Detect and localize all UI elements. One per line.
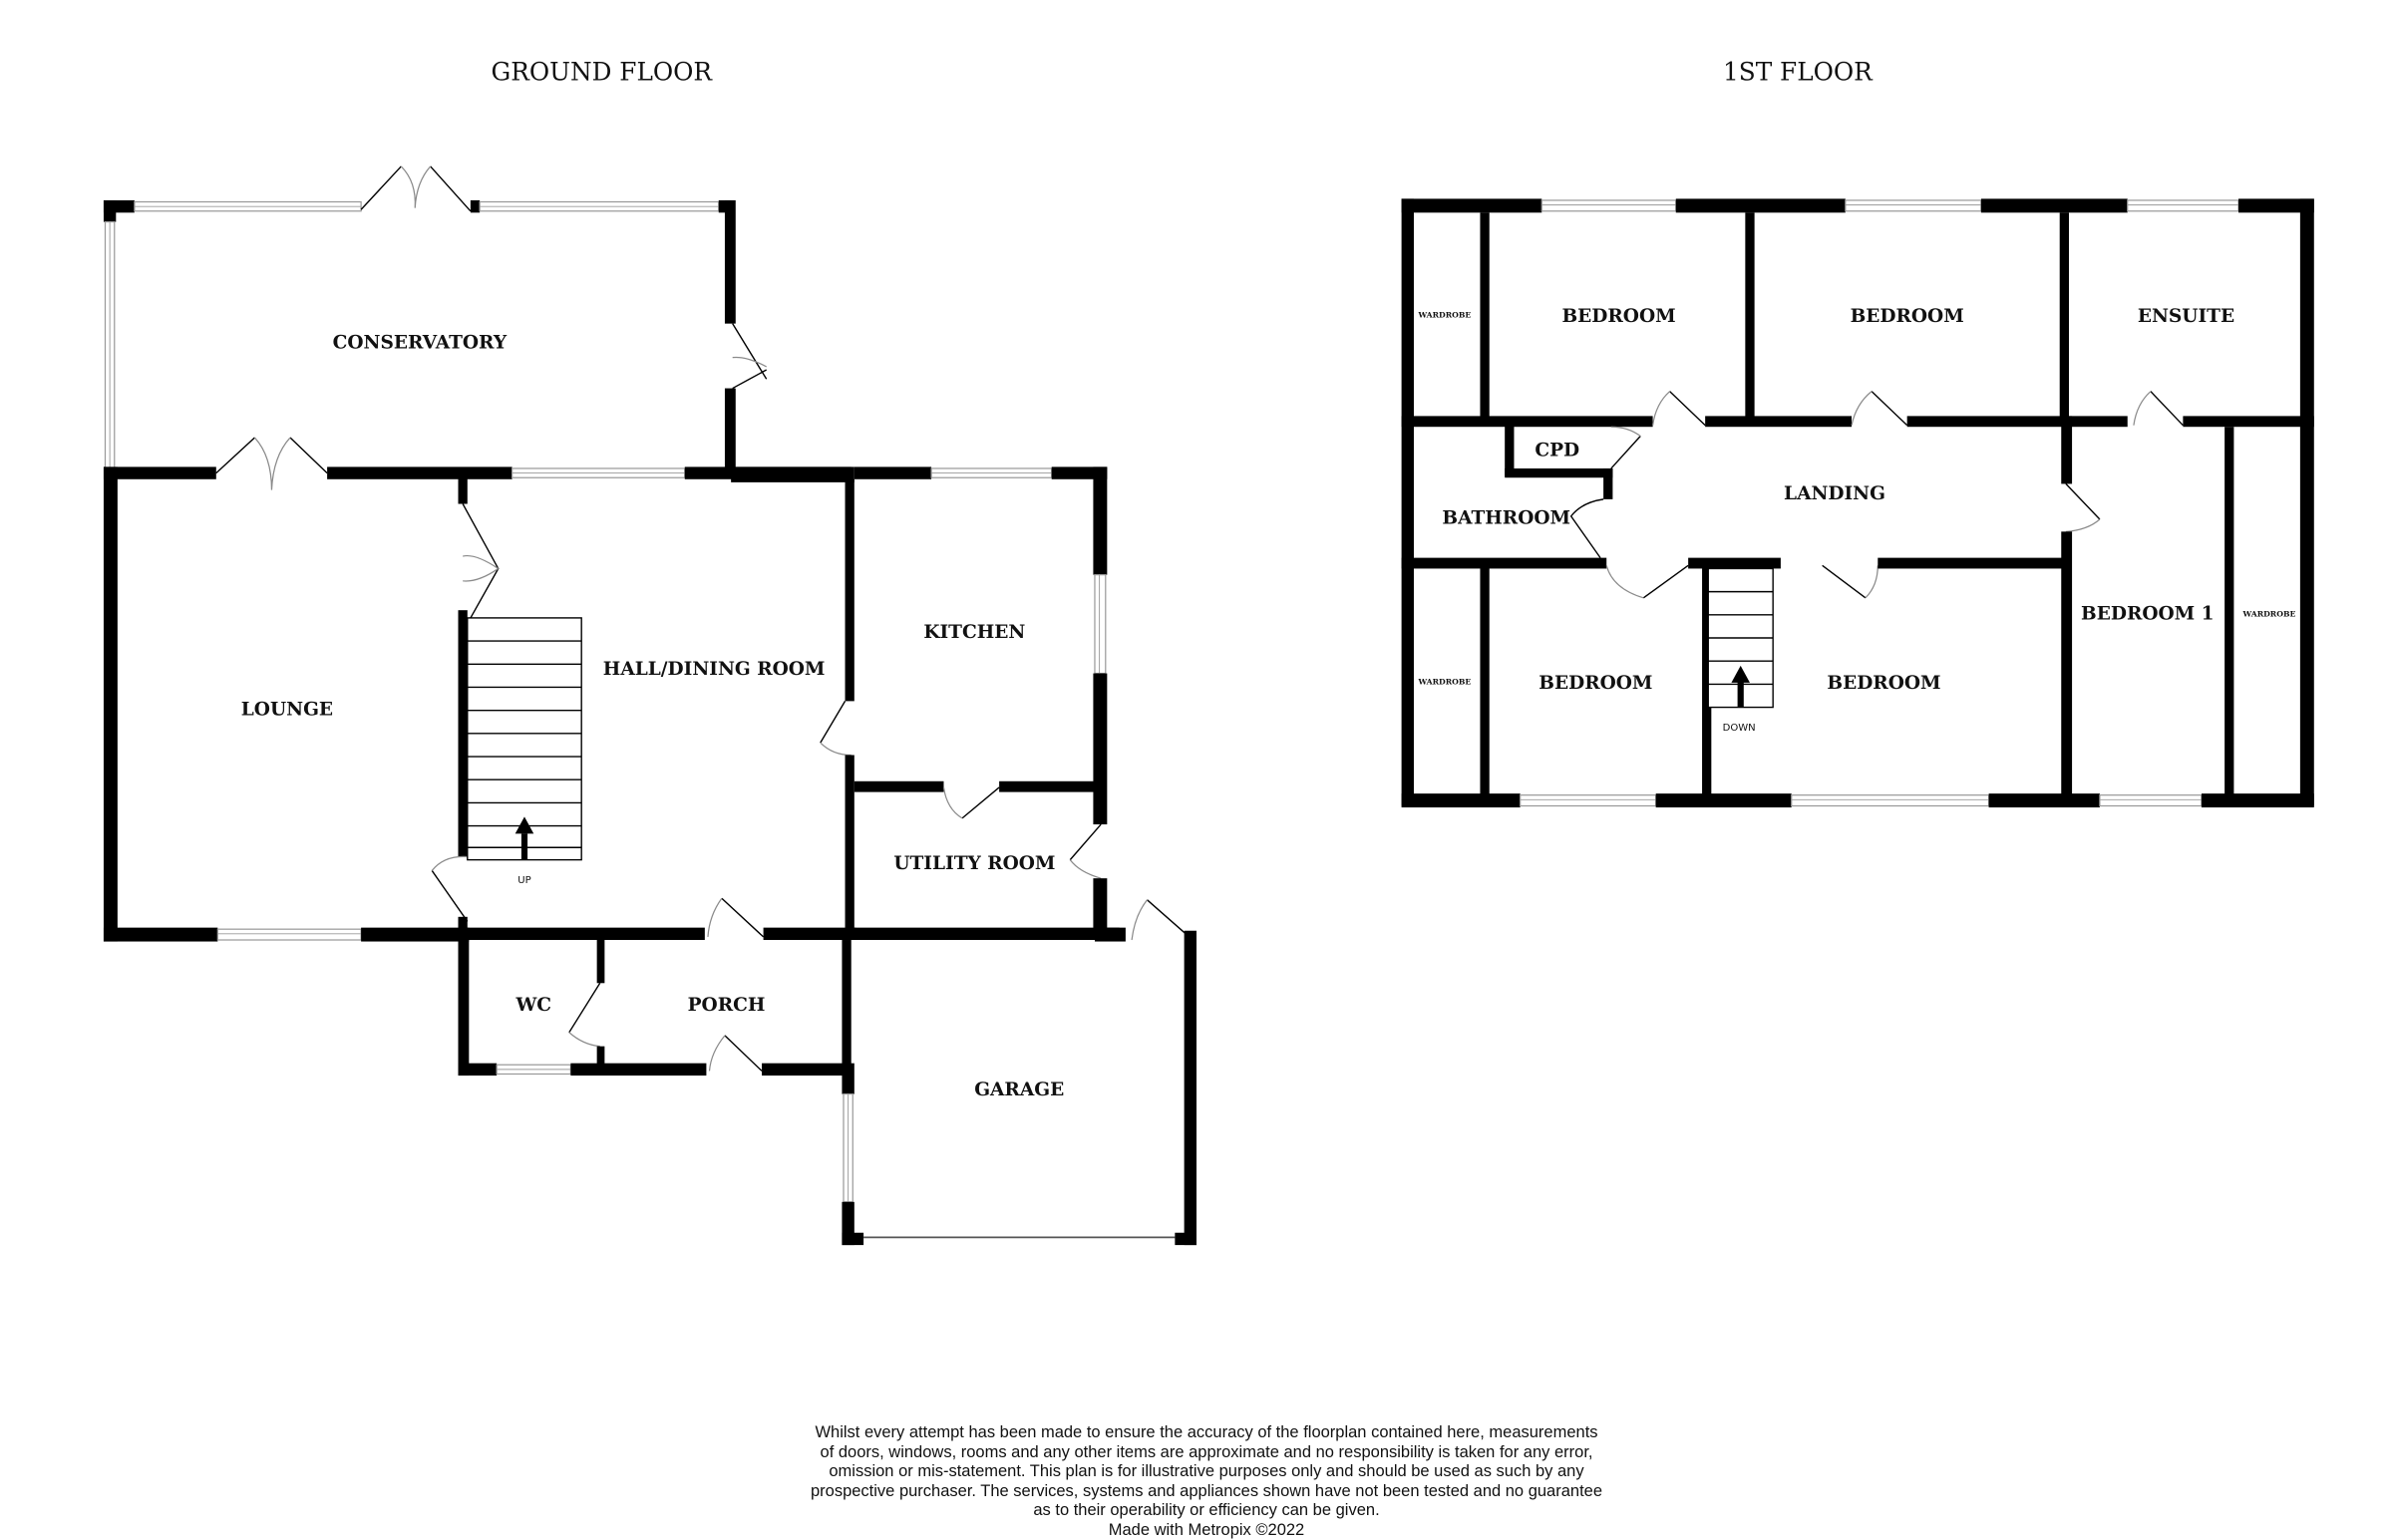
room-label-conservatory: CONSERVATORY [333, 332, 508, 353]
room-label-hall-dining: HALL/DINING ROOM [603, 659, 826, 680]
ground-floor-title: GROUND FLOOR [492, 57, 714, 86]
disclaimer-line: prospective purchaser. The services, sys… [758, 1482, 1655, 1502]
room-label-wardrobe-top-left: WARDROBE [1417, 310, 1471, 319]
ground-floor-plan: GROUND FLOOR CONSERVATORY LOUNGE [104, 57, 1196, 1245]
staircase-up [468, 618, 581, 860]
room-label-landing: LANDING [1784, 483, 1885, 504]
made-with-credit: Made with Metropix ©2022 [758, 1521, 1655, 1540]
room-label-bedroom-top-left: BEDROOM [1562, 306, 1676, 327]
room-label-porch: PORCH [688, 995, 766, 1016]
room-label-utility: UTILITY ROOM [893, 853, 1055, 874]
room-label-bedroom-top-middle: BEDROOM [1851, 306, 1964, 327]
disclaimer: Whilst every attempt has been made to en… [758, 1423, 1655, 1540]
disclaimer-line: omission or mis-statement. This plan is … [758, 1462, 1655, 1482]
disclaimer-line: as to their operability or efficiency ca… [758, 1501, 1655, 1521]
room-label-wc: WC [514, 995, 551, 1016]
room-label-bathroom: BATHROOM [1442, 508, 1570, 529]
room-label-bedroom-bottom-left: BEDROOM [1538, 673, 1652, 694]
staircase-down [1708, 568, 1773, 707]
room-label-kitchen: KITCHEN [923, 622, 1025, 643]
disclaimer-line: Whilst every attempt has been made to en… [758, 1423, 1655, 1443]
arrow-down-stairs-icon [1738, 681, 1744, 707]
room-label-wardrobe-bottom-left: WARDROBE [1417, 677, 1471, 686]
stairs-up-label: UP [517, 875, 530, 886]
first-floor-title: 1ST FLOOR [1723, 57, 1874, 86]
room-label-wardrobe-right: WARDROBE [2242, 609, 2296, 618]
room-label-bedroom-1: BEDROOM 1 [2081, 603, 2215, 624]
room-label-cpd: CPD [1535, 441, 1579, 462]
room-label-lounge: LOUNGE [241, 699, 333, 720]
arrow-up-icon [521, 833, 527, 859]
stairs-down-label: DOWN [1723, 723, 1756, 734]
room-label-bedroom-bottom-middle: BEDROOM [1827, 673, 1940, 694]
disclaimer-line: of doors, windows, rooms and any other i… [758, 1443, 1655, 1463]
room-label-ensuite: ENSUITE [2138, 306, 2234, 327]
room-label-garage: GARAGE [974, 1079, 1064, 1100]
first-floor-plan: 1ST FLOOR WARDROBE [1402, 57, 2314, 807]
